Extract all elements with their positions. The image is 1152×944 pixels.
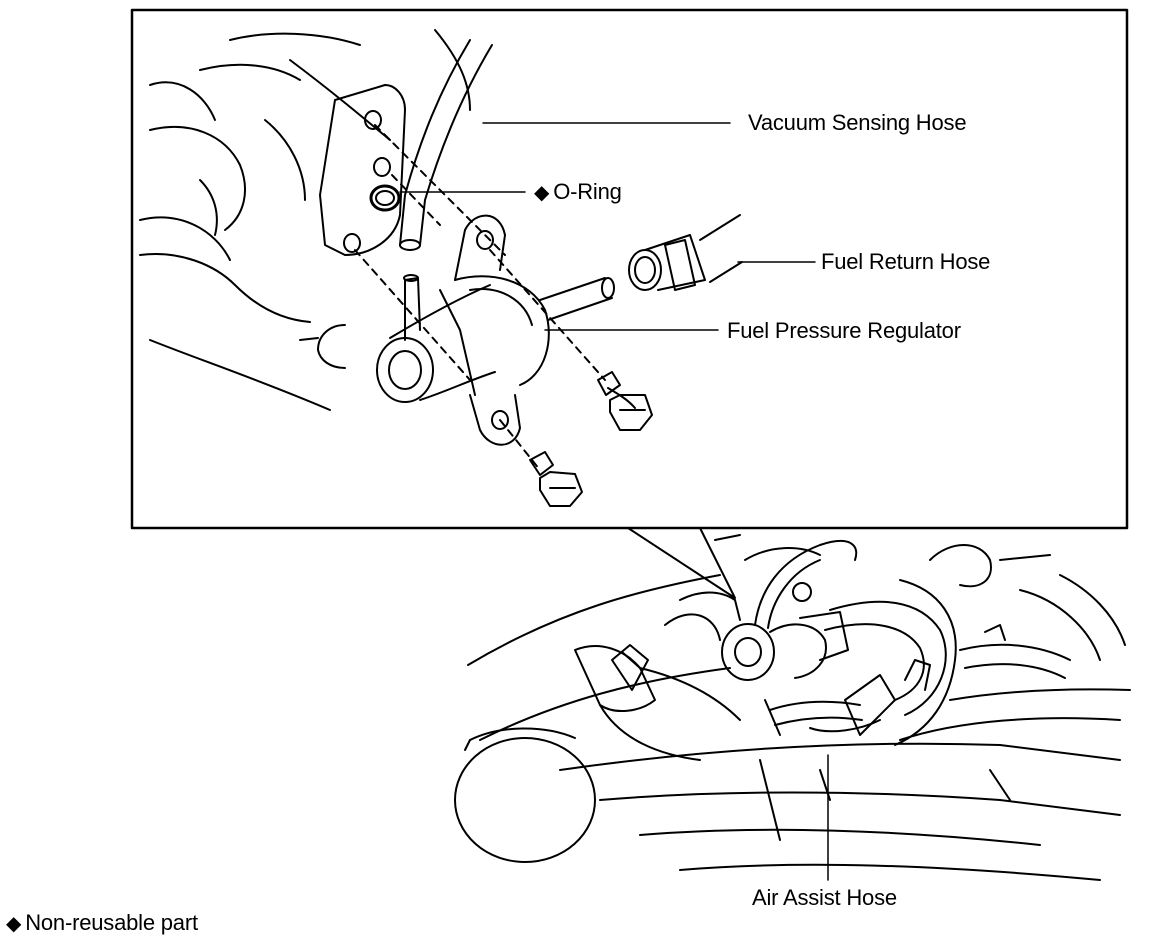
label-fuel-return-hose: Fuel Return Hose [821, 249, 991, 274]
label-vacuum-sensing-hose: Vacuum Sensing Hose [748, 110, 967, 135]
non-reusable-diamond-icon: ◆ [534, 182, 550, 204]
callout-pointer [627, 527, 736, 599]
legend-non-reusable: ◆Non-reusable part [6, 910, 198, 935]
label-fuel-pressure-regulator: Fuel Pressure Regulator [727, 318, 961, 343]
label-o-ring: ◆O-Ring [534, 179, 622, 204]
leader-lines [399, 122, 829, 881]
label-air-assist-hose: Air Assist Hose [752, 885, 897, 910]
detail-inset-drawing [139, 29, 743, 507]
engine-bay-drawing [454, 534, 1131, 881]
legend-diamond-icon: ◆ [6, 913, 22, 935]
